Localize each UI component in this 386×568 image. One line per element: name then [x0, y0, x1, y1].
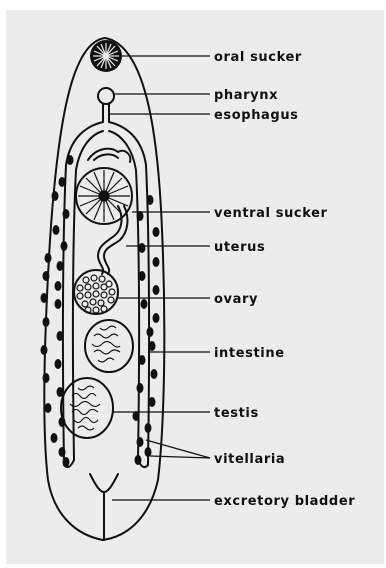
label-ovary: ovary — [214, 292, 258, 307]
label-esophagus: esophagus — [214, 108, 299, 123]
label-oral-sucker: oral sucker — [214, 50, 302, 65]
label-intestine: intestine — [214, 346, 285, 361]
label-ventral-sucker: ventral sucker — [214, 206, 328, 221]
label-testis: testis — [214, 406, 259, 421]
label-pharynx: pharynx — [214, 88, 278, 103]
label-vitellaria: vitellaria — [214, 452, 285, 467]
oral-sucker — [90, 40, 122, 72]
label-uterus: uterus — [214, 240, 265, 255]
label-excretory-bladder: excretory bladder — [214, 494, 355, 509]
